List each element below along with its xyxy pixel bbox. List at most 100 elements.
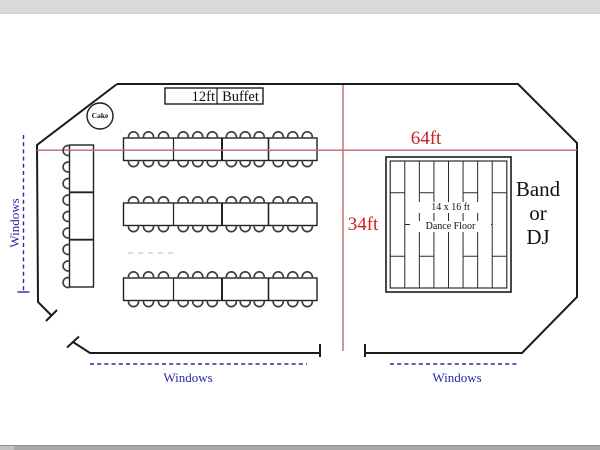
windows-label-bottom-left: Windows <box>163 370 213 385</box>
windows-label-left: Windows <box>7 198 22 248</box>
room-outline <box>72 341 320 354</box>
guest-table-row <box>122 202 318 227</box>
chair-icon <box>239 159 252 168</box>
cake-table-label: Cake <box>91 111 109 120</box>
chair-icon <box>142 159 155 168</box>
chair-icon <box>206 271 219 279</box>
stage-label-line2: or <box>529 201 547 225</box>
windows-label-bottom-right: Windows <box>432 370 482 385</box>
chair-icon <box>301 196 314 204</box>
chair-icon <box>272 131 285 139</box>
chair-icon <box>272 224 285 233</box>
chair-icon <box>301 271 314 279</box>
chair-icon <box>62 194 70 206</box>
chair-icon <box>142 131 155 139</box>
chair-icon <box>225 159 238 168</box>
chair-icon <box>142 299 155 308</box>
head-table <box>68 144 95 288</box>
chair-icon <box>177 224 190 233</box>
room-outline <box>117 83 578 354</box>
room-outline <box>35 83 118 317</box>
chair-icon <box>301 131 314 139</box>
chair-icon <box>239 196 252 204</box>
chair-icon <box>127 196 140 204</box>
chair-icon <box>286 299 299 308</box>
chair-icon <box>225 271 238 279</box>
chair-icon <box>253 271 266 279</box>
chair-icon <box>127 299 140 308</box>
chair-icon <box>62 243 70 256</box>
buffet-label: Buffet <box>222 89 259 105</box>
chair-icon <box>286 271 299 279</box>
chair-icon <box>239 271 252 279</box>
chair-icon <box>206 299 219 308</box>
chair-icon <box>177 196 190 204</box>
chair-icon <box>127 224 140 233</box>
guest-table-row <box>122 137 318 162</box>
chair-icon <box>191 299 204 308</box>
buffet-table <box>164 87 264 105</box>
cake-table <box>86 102 114 130</box>
chair-icon <box>191 131 204 139</box>
chair-icon <box>253 224 266 233</box>
stage-label-line3: DJ <box>526 225 550 249</box>
chair-icon <box>142 271 155 279</box>
chair-icon <box>177 159 190 168</box>
chair-icon <box>142 196 155 204</box>
chair-icon <box>286 159 299 168</box>
chair-icon <box>225 131 238 139</box>
chair-icon <box>127 131 140 139</box>
chair-icon <box>157 159 170 168</box>
chair-icon <box>62 177 70 190</box>
chair-icon <box>272 299 285 308</box>
chair-icon <box>239 131 252 139</box>
room-depth-dimension: 34ft <box>347 214 379 235</box>
chair-icon <box>177 299 190 308</box>
chair-icon <box>206 196 219 204</box>
door-jamb <box>45 309 58 322</box>
chair-icon <box>157 131 170 139</box>
chair-icon <box>157 299 170 308</box>
chair-icon <box>286 131 299 139</box>
chair-icon <box>62 161 70 173</box>
chair-icon <box>157 271 170 279</box>
dance-floor-label: Dance Floor <box>410 221 491 232</box>
band-dj-area-label: Band or DJ <box>503 177 573 249</box>
chair-icon <box>191 196 204 204</box>
chair-icon <box>157 196 170 204</box>
chair-icon <box>301 159 314 168</box>
chair-icon <box>225 299 238 308</box>
chair-icon <box>272 196 285 204</box>
chair-icon <box>157 224 170 233</box>
guest-table-row <box>122 277 318 302</box>
room-width-dimension: 64ft <box>410 128 442 149</box>
buffet-size-label: 12ft <box>191 89 215 105</box>
chair-icon <box>62 144 70 157</box>
chair-icon <box>225 196 238 204</box>
chair-icon <box>239 224 252 233</box>
chair-icon <box>253 299 266 308</box>
window-chrome-strip <box>0 0 600 14</box>
chair-icon <box>191 159 204 168</box>
chair-icon <box>191 271 204 279</box>
chair-icon <box>301 299 314 308</box>
chair-icon <box>206 224 219 233</box>
door-jamb <box>66 335 80 349</box>
horizontal-scrollbar[interactable] <box>0 445 600 450</box>
chair-icon <box>206 131 219 139</box>
chair-icon <box>62 276 70 289</box>
chair-icon <box>253 131 266 139</box>
chair-icon <box>272 271 285 279</box>
chair-icon <box>191 224 204 233</box>
chair-icon <box>62 260 70 272</box>
chair-icon <box>239 299 252 308</box>
chair-icon <box>127 271 140 279</box>
dance-floor-size-label: 14 x 16 ft <box>414 202 487 213</box>
scrollbar-corner[interactable] <box>0 446 14 450</box>
chair-icon <box>286 196 299 204</box>
chair-icon <box>142 224 155 233</box>
chair-icon <box>286 224 299 233</box>
chair-icon <box>62 210 70 223</box>
